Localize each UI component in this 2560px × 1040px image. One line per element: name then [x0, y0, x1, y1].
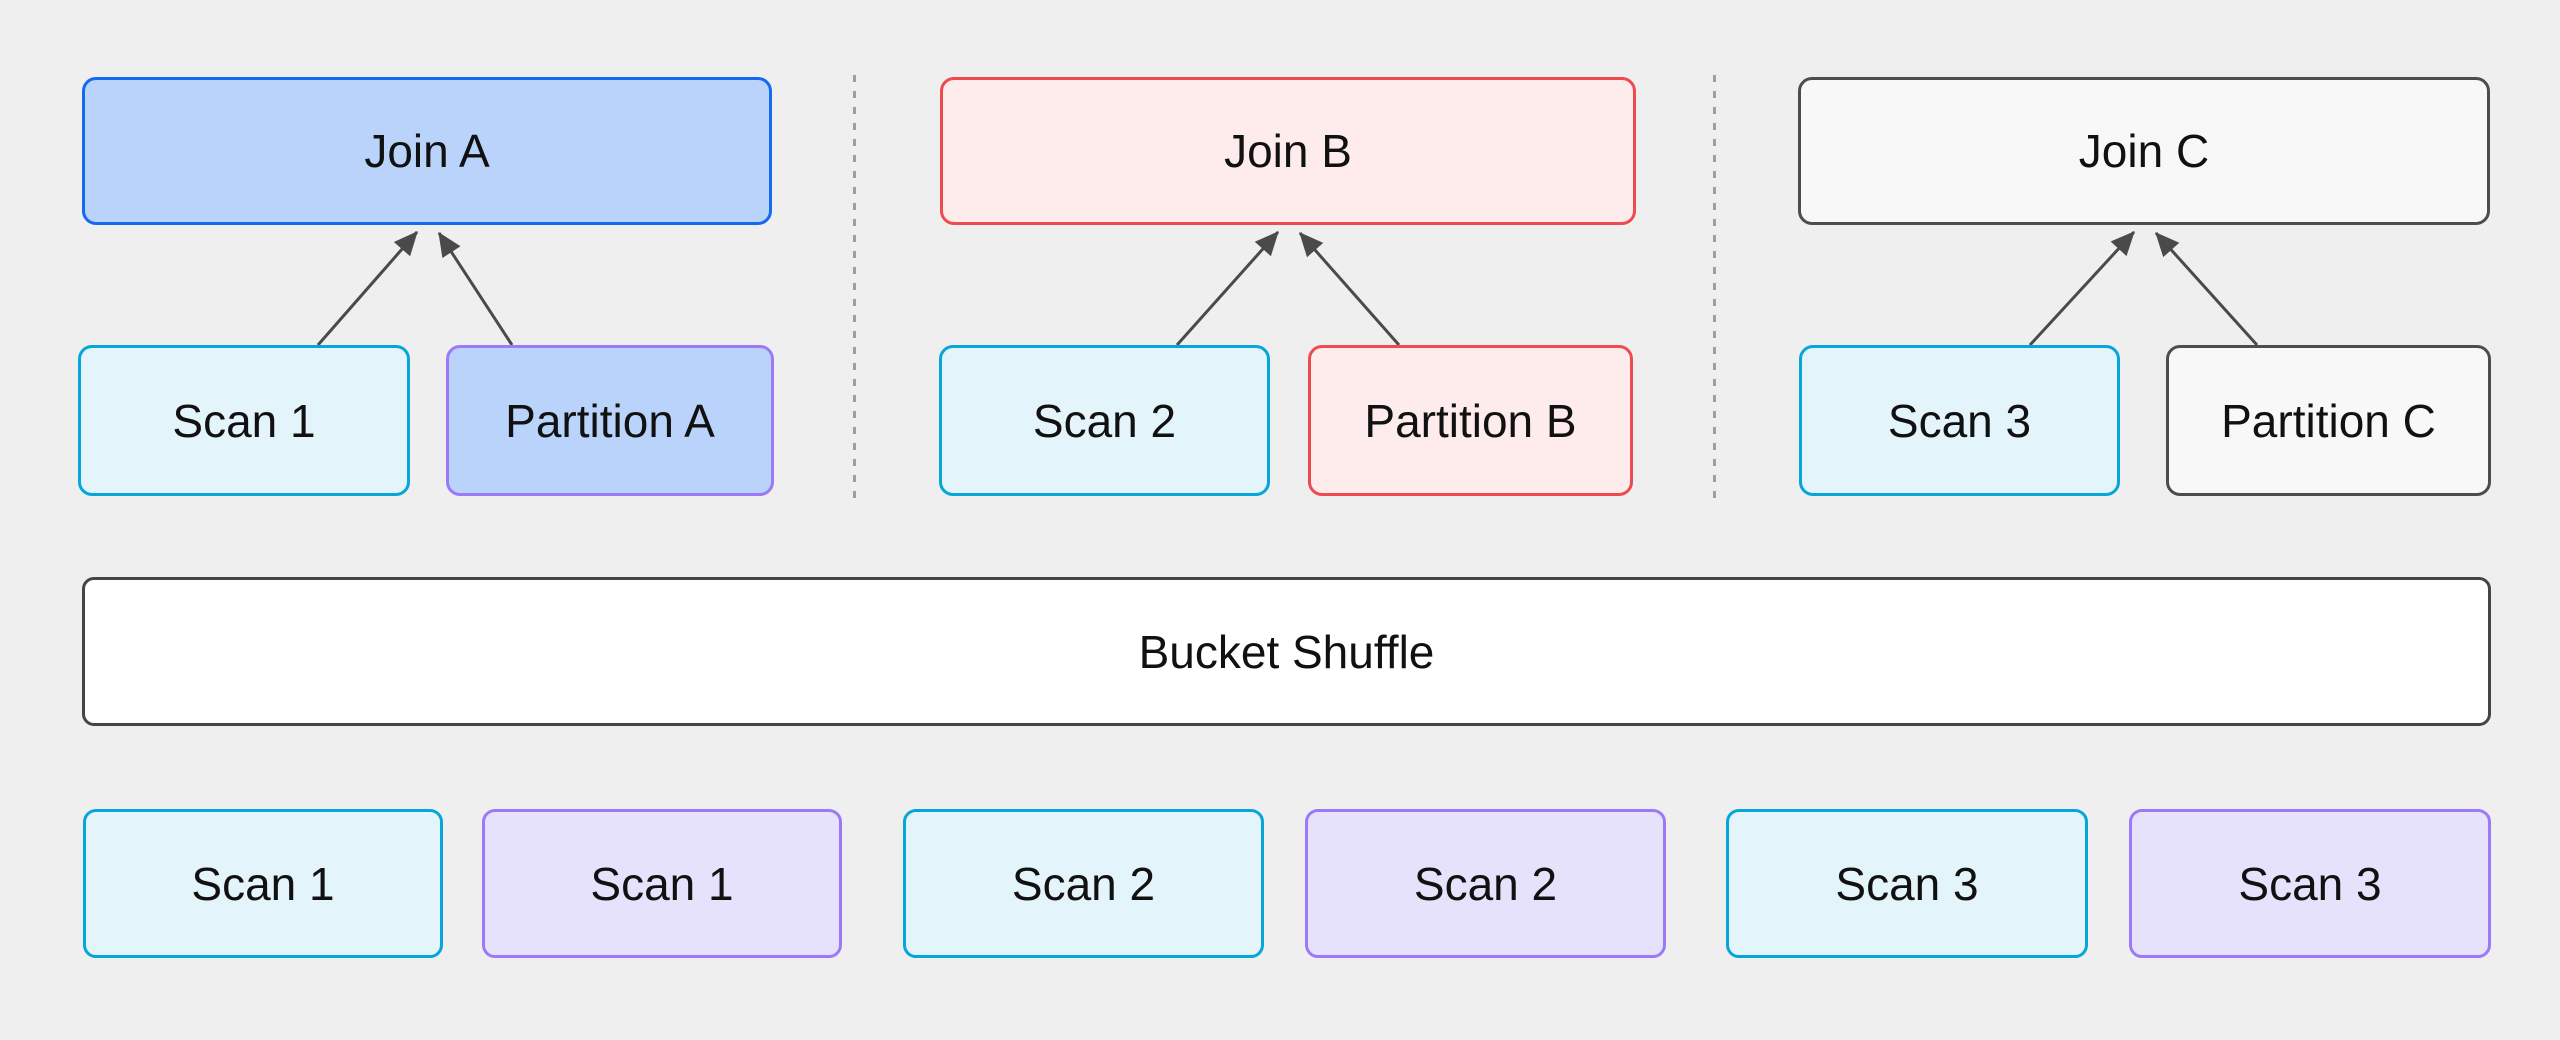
bottom-scan2-right-node: Scan 2 [1305, 809, 1666, 958]
bottom-scan3-right-node: Scan 3 [2129, 809, 2491, 958]
scan-3-node: Scan 3 [1799, 345, 2120, 496]
join-b-node: Join B [940, 77, 1636, 225]
join-a-node: Join A [82, 77, 772, 225]
arrow-scan2-to-join-b [1175, 231, 1280, 346]
arrow-partition-a-to-join-a [437, 231, 514, 346]
bottom-scan1-right-label: Scan 1 [590, 857, 734, 910]
column-divider-1 [853, 75, 856, 499]
partition-a-node: Partition A [446, 345, 774, 496]
bottom-scan1-left-node: Scan 1 [83, 809, 443, 958]
scan-2-node: Scan 2 [939, 345, 1270, 496]
arrow-scan1-to-join-a [316, 231, 419, 346]
scan-2-label: Scan 2 [1032, 394, 1177, 447]
join-c-label: Join C [2078, 125, 2210, 177]
partition-c-node: Partition C [2166, 345, 2491, 496]
bottom-scan3-left-label: Scan 3 [1835, 857, 1979, 910]
bottom-scan2-left-label: Scan 2 [1011, 857, 1156, 910]
bucket-shuffle-node: Bucket Shuffle [82, 577, 2491, 726]
scan-1-label: Scan 1 [172, 394, 316, 447]
join-c-node: Join C [1798, 77, 2490, 225]
bucket-shuffle-label: Bucket Shuffle [1138, 625, 1435, 678]
partition-a-label: Partition A [505, 394, 715, 447]
bottom-scan3-left-node: Scan 3 [1726, 809, 2088, 958]
bottom-scan1-left-label: Scan 1 [191, 857, 335, 910]
bottom-scan1-right-node: Scan 1 [482, 809, 842, 958]
partition-c-label: Partition C [2221, 394, 2436, 447]
scan-1-node: Scan 1 [78, 345, 410, 496]
bottom-scan3-right-label: Scan 3 [2238, 857, 2382, 910]
scan-3-label: Scan 3 [1887, 394, 2032, 447]
bottom-scan2-left-node: Scan 2 [903, 809, 1264, 958]
column-divider-2 [1713, 75, 1716, 499]
bottom-scan2-right-label: Scan 2 [1413, 857, 1558, 910]
partition-b-label: Partition B [1364, 394, 1577, 447]
arrow-scan3-to-join-c [2028, 230, 2136, 347]
arrow-partition-b-to-join-b [1298, 232, 1401, 346]
arrow-partition-c-to-join-c [2154, 231, 2259, 347]
partition-b-node: Partition B [1308, 345, 1633, 496]
join-a-label: Join A [364, 125, 490, 177]
join-b-label: Join B [1224, 125, 1352, 177]
